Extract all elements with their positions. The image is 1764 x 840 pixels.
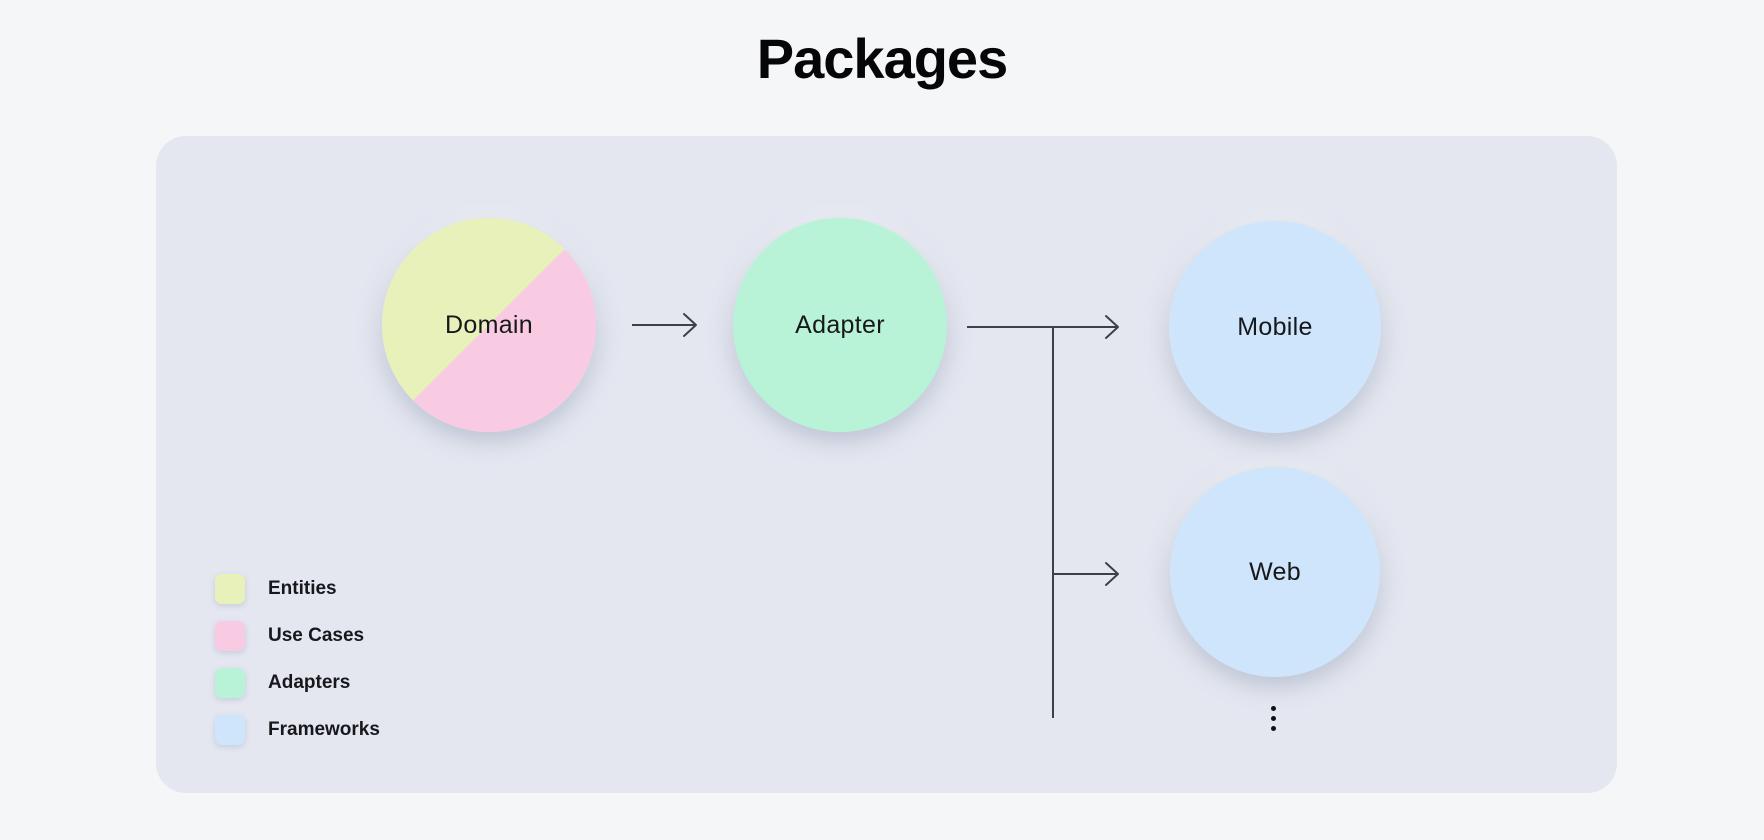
entities-color-swatch (215, 574, 245, 604)
node-web: Web (1170, 467, 1380, 677)
legend-label-entities: Entities (268, 578, 337, 599)
ellipsis-dot (1271, 726, 1276, 731)
node-domain-label: Domain (445, 310, 533, 339)
legend-label-frameworks: Frameworks (268, 719, 380, 740)
connector-arrows (632, 313, 1119, 718)
legend: Entities Use Cases Adapters Frameworks (215, 574, 380, 762)
legend-item-adapters: Adapters (215, 668, 380, 698)
adapters-color-swatch (215, 668, 245, 698)
node-adapter-label: Adapter (795, 310, 885, 339)
use-cases-color-swatch (215, 621, 245, 651)
node-web-label: Web (1249, 557, 1301, 586)
node-mobile: Mobile (1169, 221, 1381, 433)
legend-label-use-cases: Use Cases (268, 625, 365, 646)
legend-item-frameworks: Frameworks (215, 715, 380, 745)
diagram-panel: Domain Adapter Mobile Web Entities Use C… (156, 136, 1617, 793)
legend-item-entities: Entities (215, 574, 380, 604)
node-domain: Domain (382, 218, 596, 432)
legend-item-use-cases: Use Cases (215, 621, 380, 651)
node-adapter: Adapter (733, 218, 947, 432)
legend-label-adapters: Adapters (268, 672, 351, 693)
frameworks-color-swatch (215, 715, 245, 745)
ellipsis-dot (1271, 716, 1276, 721)
node-mobile-label: Mobile (1237, 312, 1313, 341)
ellipsis-dot (1271, 706, 1276, 711)
page-title: Packages (756, 27, 1008, 90)
vertical-ellipsis-icon (1271, 706, 1276, 731)
